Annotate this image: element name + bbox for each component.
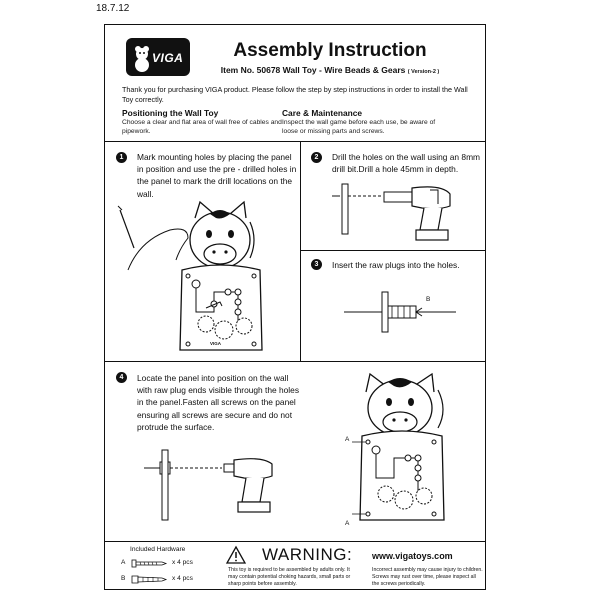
step-1-number: 1 — [116, 152, 127, 163]
screw-icon — [131, 559, 168, 568]
teddy-bear-icon — [135, 46, 149, 72]
step-2-number: 2 — [311, 152, 322, 163]
step-1-text: Mark mounting holes by placing the panel… — [137, 152, 297, 199]
version-label: ( Version-2 ) — [407, 69, 440, 75]
step-4-fastening-illustration — [144, 449, 273, 521]
page-title: Assembly Instruction — [233, 40, 427, 61]
step-2-text: Drill the holes on the wall using an 8mm… — [332, 152, 481, 175]
instruction-sheet — [104, 24, 486, 590]
step-1-illustration — [117, 200, 263, 351]
hardware-a-label: A — [121, 559, 126, 566]
step-4-text: Locate the panel into position on the wa… — [137, 373, 300, 432]
divider-step2-3 — [300, 250, 486, 251]
divider-vertical — [300, 141, 301, 361]
step-4-number: 4 — [116, 372, 127, 383]
wall-plug-icon — [131, 575, 168, 584]
hardware-title: Included Hardware — [130, 546, 186, 553]
warning-text: This toy is required to be assembled by … — [228, 567, 351, 587]
step-3-number: 3 — [311, 259, 322, 270]
panel-brand-label: VIGA — [210, 341, 222, 346]
intro-text: Thank you for purchasing VIGA product. P… — [122, 85, 468, 104]
item-line: Item No. 50678 Wall Toy - Wire Beads & G… — [190, 65, 470, 75]
viga-logo: VIGA — [126, 38, 190, 76]
label-b-step3: B — [426, 296, 431, 303]
hardware-b-qty: x 4 pcs — [172, 575, 193, 582]
hardware-b-label: B — [121, 575, 126, 582]
label-a-top: A — [345, 436, 350, 443]
label-a-bottom: A — [345, 520, 350, 527]
divider-bottom — [104, 541, 486, 542]
divider-middle — [104, 361, 486, 362]
divider-top — [104, 141, 486, 142]
step-2-drill-illustration — [332, 183, 451, 241]
brand-name: VIGA — [152, 51, 184, 65]
warning-title: WARNING: — [262, 545, 353, 564]
positioning-text: Choose a clear and flat area of wall fre… — [122, 119, 282, 135]
website-url: www.vigatoys.com — [372, 551, 453, 561]
document-date: 18.7.12 — [96, 3, 130, 14]
care-text: Inspect the wall game before each use, b… — [282, 119, 436, 135]
step-4-panel-illustration — [352, 372, 445, 521]
positioning-heading: Positioning the Wall Toy — [122, 108, 219, 118]
care-heading: Care & Maintenance — [282, 108, 363, 118]
hardware-a-qty: x 4 pcs — [172, 559, 193, 566]
item-number: Item No. 50678 Wall Toy - Wire Beads & G… — [220, 65, 406, 75]
step-3-plug-illustration — [344, 291, 456, 333]
step-3-text: Insert the raw plugs into the holes. — [332, 260, 460, 270]
warning-triangle-icon — [225, 545, 247, 564]
website-note: Incorrect assembly may cause injury to c… — [372, 567, 483, 587]
